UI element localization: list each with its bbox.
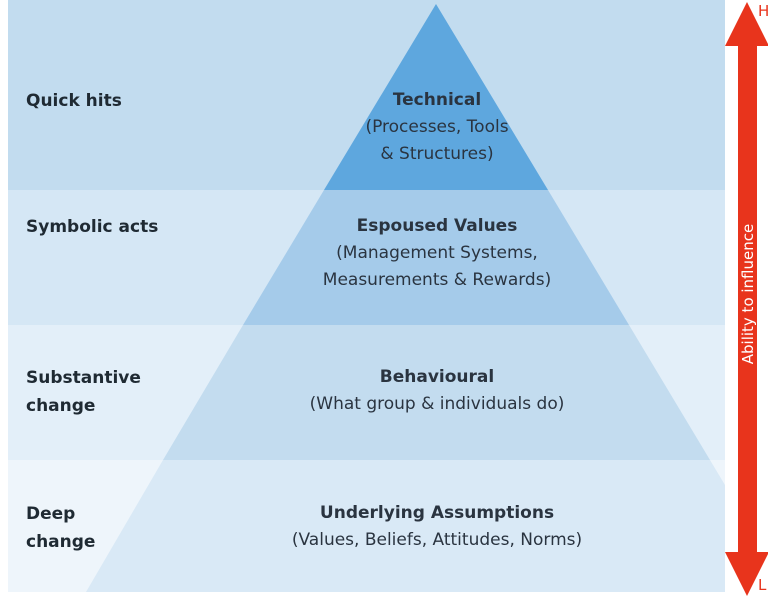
pyramid-tier-technical: [324, 4, 548, 190]
label-deep-line2: change: [26, 532, 96, 552]
label-quick-hits: Quick hits: [26, 87, 122, 115]
arrow-top-letter: H: [758, 2, 768, 20]
tier-espoused-line2: Measurements & Rewards): [322, 270, 552, 290]
label-deep-change: Deep change: [26, 500, 95, 556]
pyramid-tier-espoused-values: [243, 190, 629, 325]
label-symbolic-acts-text: Symbolic acts: [26, 217, 159, 237]
tier-behavioural-line1: (What group & individuals do): [309, 394, 565, 414]
arrow-head-down: [725, 552, 768, 596]
tier-espoused-title: Espoused Values: [356, 216, 518, 236]
tier-technical-line1: (Processes, Tools: [365, 117, 509, 137]
tier-technical-line2: & Structures): [380, 144, 494, 164]
tier-technical-title: Technical: [392, 90, 482, 110]
tier-underlying-assumptions: Underlying Assumptions (Values, Beliefs,…: [237, 500, 637, 554]
label-substantive-line1: Substantive: [26, 368, 141, 388]
label-deep-line1: Deep: [26, 504, 76, 524]
tier-assumptions-title: Underlying Assumptions: [319, 503, 555, 523]
pyramid-tier-behavioural: [163, 325, 710, 460]
tier-behavioural: Behavioural (What group & individuals do…: [237, 364, 637, 418]
tier-technical: Technical (Processes, Tools & Structures…: [237, 87, 637, 168]
label-substantive-change: Substantive change: [26, 364, 141, 420]
label-substantive-line2: change: [26, 396, 96, 416]
tier-assumptions-line1: (Values, Beliefs, Attitudes, Norms): [291, 530, 583, 550]
label-symbolic-acts: Symbolic acts: [26, 213, 158, 241]
ability-arrow: [725, 2, 768, 596]
arrow-label: Ability to influence: [739, 223, 757, 365]
tier-behavioural-title: Behavioural: [379, 367, 495, 387]
arrow-shaft: [738, 44, 757, 554]
arrow-head-up: [725, 2, 768, 46]
tier-espoused-line1: (Management Systems,: [336, 243, 538, 263]
pyramid-tier-underlying-assumptions: [86, 460, 725, 592]
arrow-bottom-letter: L: [758, 576, 767, 594]
tier-espoused-values: Espoused Values (Management Systems, Mea…: [237, 213, 637, 294]
label-quick-hits-text: Quick hits: [26, 91, 122, 111]
